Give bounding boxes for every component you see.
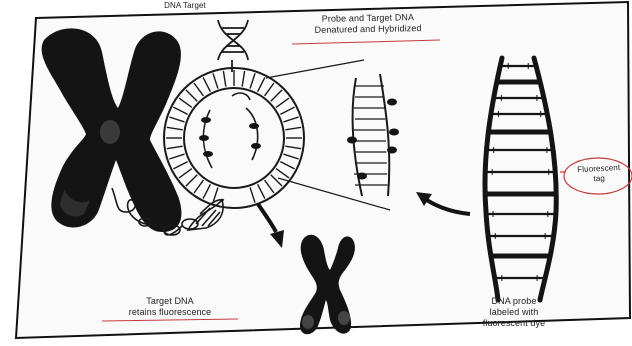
label-fluorescent-tag: Fluorescent tag <box>566 162 632 185</box>
label-probe-labeled-line3: fluorescent dye <box>452 318 576 329</box>
label-target-retains-line2: retains fluorescence <box>104 307 236 318</box>
label-target-retains: Target DNA retains fluorescence <box>104 296 236 318</box>
label-dna-target: DNA Target <box>140 0 230 11</box>
label-probe-target: Probe and Target DNA Denatured and Hybri… <box>288 12 448 37</box>
label-probe-labeled: DNA probe labeled with fluorescent dye <box>452 296 576 329</box>
label-target-retains-line1: Target DNA <box>104 296 236 307</box>
label-probe-labeled-line1: DNA probe <box>452 296 576 307</box>
label-probe-labeled-line2: labeled with <box>452 307 576 318</box>
